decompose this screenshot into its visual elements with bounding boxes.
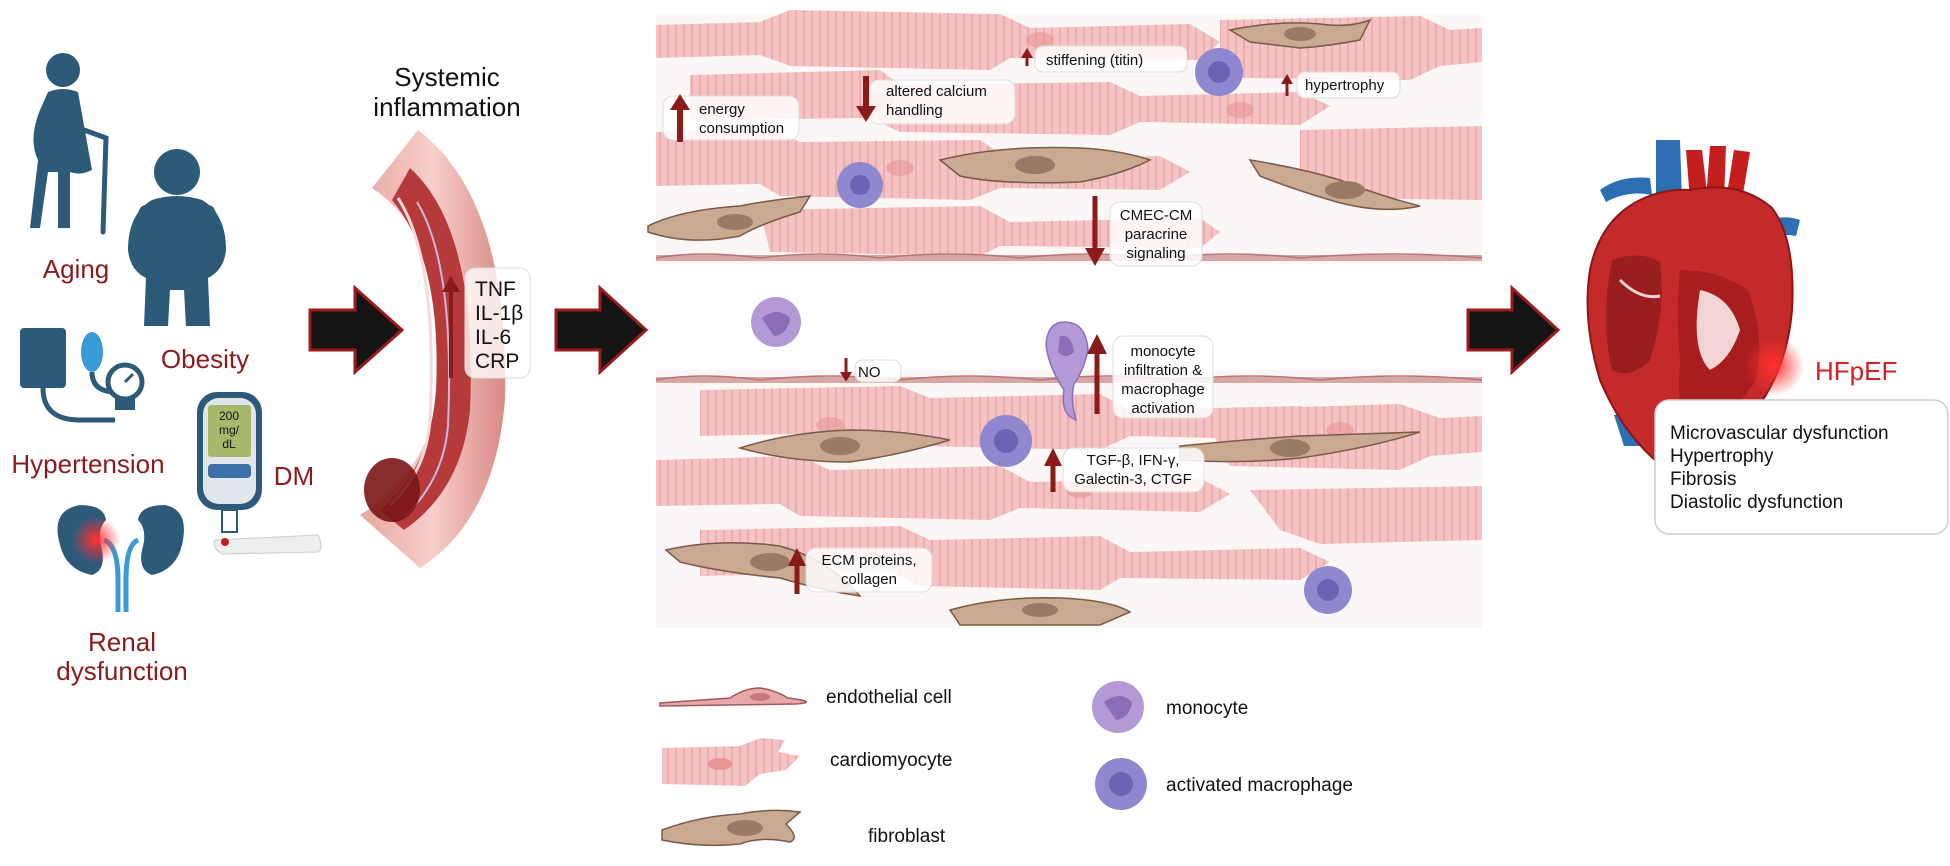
flow-arrow-3 [1466,284,1561,376]
outcome-microvascular: Microvascular dysfunction [1670,423,1889,444]
glucometer-reading-value: 200 [219,409,239,423]
legend-fibroblast-label: fibroblast [868,826,946,847]
no-label: NO [858,364,881,381]
no-down-arrowhead [840,372,852,382]
calcium-label-line1: altered calcium [886,83,987,100]
monocyte-infiltration-line2: infiltration & [1124,362,1202,379]
cytokine-release-line2: Galectin-3, CTGF [1074,471,1192,488]
outcome-diastolic: Diastolic dysfunction [1670,492,1843,513]
inflammation-title-line1: Systemic [394,62,499,92]
cmec-label-line1: CMEC-CM [1120,207,1193,224]
legend-monocyte-icon [1092,681,1144,733]
circulating-monocyte-nucleus [762,312,790,336]
hypertrophy-label: hypertrophy [1305,77,1385,94]
renal-label-line2: dysfunction [56,656,188,686]
monocyte-infiltration-line1: monocyte [1130,343,1195,360]
obesity-label: Obesity [161,344,249,374]
cytokine-release-box [1062,447,1205,493]
cytokine-il6: IL-6 [475,326,511,349]
hypertrophy-annotation-box [1296,71,1401,99]
glucometer-icon: 200 mg/ dL [197,392,322,555]
cytokine-crp: CRP [475,350,519,373]
legend-monocyte-label: monocyte [1166,698,1248,719]
monocyte-infiltration-box [1112,335,1214,419]
glucometer-reading-unit-2: dL [222,437,236,451]
legend-endothelial-icon [659,687,807,707]
aging-label: Aging [43,254,110,284]
upper-macrophages [837,48,1243,208]
legend-cardiomyocyte-label: cardiomyocyte [830,750,953,771]
ecm-annotation-box [805,547,933,593]
lower-tissue-panel [655,321,1483,628]
blood-vessel-illustration [360,130,506,568]
cytokine-il1b: IL-1β [475,302,523,325]
cmec-label-line2: paracrine [1125,226,1188,243]
renal-label-line1: Renal [88,627,156,657]
stiffening-label: stiffening (titin) [1046,52,1143,69]
energy-label-line2: consumption [699,120,784,137]
outcome-fibrosis: Fibrosis [1670,469,1737,490]
monocyte-infiltration-line4: activation [1131,400,1194,417]
hfpef-outcomes-box [1654,399,1949,535]
lower-fibroblasts [664,429,1421,626]
infiltrating-monocyte [1045,321,1089,422]
cmec-down-arrowhead [1085,248,1105,266]
cytokine-release-up-arrowhead [1044,448,1062,466]
energy-annotation-box [662,95,800,141]
obesity-icon [128,149,226,326]
monocyte-infiltration-up-arrowhead [1087,334,1107,354]
calcium-label-line2: handling [886,102,943,119]
stiffening-up-arrowhead [1021,48,1033,58]
monocyte-infiltration-line3: macrophage [1121,381,1204,398]
legend-macrophage-label: activated macrophage [1166,775,1353,796]
outcome-hypertrophy: Hypertrophy [1670,446,1774,467]
legend-fibroblast-icon [661,809,802,847]
cytokine-release-line1: TGF-β, IFN-γ, [1087,452,1180,469]
ecm-label-line2: collagen [841,571,897,588]
energy-up-arrowhead [670,94,690,110]
cytokine-increase-arrowhead [442,276,460,292]
lower-cardiomyocytes [656,386,1482,590]
upper-fibroblasts [647,18,1421,241]
dm-label: DM [274,461,314,491]
inflammation-title-line2: inflammation [373,92,520,122]
stiffening-annotation-box [1034,45,1188,73]
flow-arrow-1 [308,284,405,376]
aging-icon [30,53,109,235]
glucometer-reading-unit-1: mg/ [219,423,240,437]
cmec-annotation-box [1109,201,1203,267]
legend-macrophage-icon [1095,758,1147,810]
cytokine-box [464,267,531,379]
blood-pressure-icon [20,328,145,423]
no-annotation-box [854,359,902,383]
kidney-icon [57,505,184,612]
legend-endothelial-label: endothelial cell [826,687,952,708]
hypertrophy-up-arrowhead [1281,74,1293,84]
hypertension-label: Hypertension [11,449,164,479]
lower-macrophages [980,415,1352,614]
flow-arrow-2 [554,284,649,376]
cytokine-tnf: TNF [475,278,516,301]
ecm-label-line1: ECM proteins, [821,552,916,569]
energy-label-line1: energy [699,101,745,118]
ecm-up-arrowhead [788,548,806,566]
legend-cardiomyocyte-icon [662,738,800,786]
cmec-label-line3: signaling [1126,245,1185,262]
hfpef-title: HFpEF [1815,356,1897,386]
calcium-down-arrowhead [856,106,876,122]
